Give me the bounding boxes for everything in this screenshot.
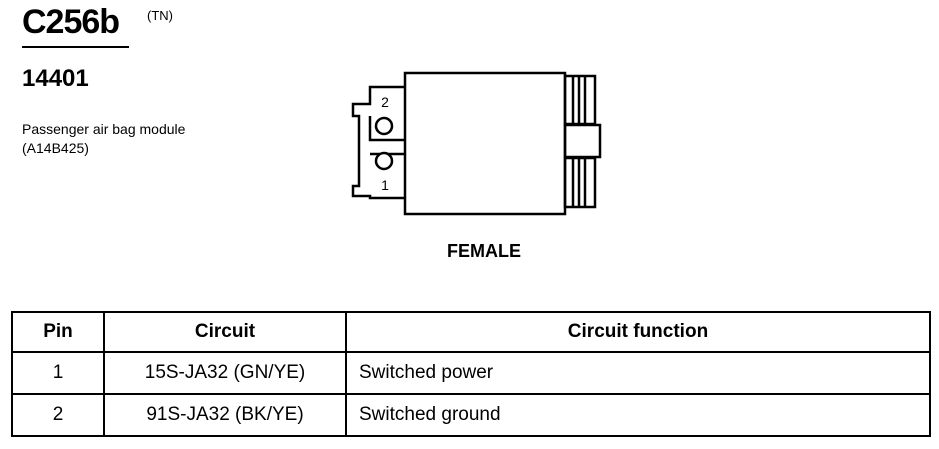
pin-2-label: 2: [381, 94, 389, 110]
column-header-circuit-function: Circuit function: [345, 311, 931, 353]
circuit-cell: 15S-JA32 (GN/YE): [103, 351, 347, 395]
pin-2-socket: [374, 116, 394, 136]
connector-id: C256b: [22, 3, 120, 41]
component-description: Passenger air bag module (A14B425): [22, 121, 186, 156]
connector-id-underline: [22, 46, 129, 48]
part-number: 14401: [22, 65, 89, 92]
pin-table: Pin Circuit Circuit function 1 15S-JA32 …: [11, 311, 931, 437]
tn-tag: (TN): [147, 8, 173, 23]
connector-diagram: 2 1: [351, 71, 602, 216]
pin-1-socket: [374, 151, 394, 171]
latch-tab: [563, 123, 602, 159]
column-header-circuit: Circuit: [103, 311, 347, 353]
pin-1-label: 1: [381, 177, 389, 193]
function-cell: Switched ground: [345, 393, 931, 437]
connector-body: [403, 71, 567, 216]
table-row: 1 15S-JA32 (GN/YE) Switched power: [11, 351, 931, 395]
pin-cell: 1: [11, 351, 105, 395]
circuit-cell: 91S-JA32 (BK/YE): [103, 393, 347, 437]
terminal-cavity: [351, 85, 405, 200]
function-cell: Switched power: [345, 351, 931, 395]
table-row: 2 91S-JA32 (BK/YE) Switched ground: [11, 393, 931, 437]
gender-label: FEMALE: [447, 241, 521, 261]
pin-cell: 2: [11, 393, 105, 437]
table-header-row: Pin Circuit Circuit function: [11, 311, 931, 353]
column-header-pin: Pin: [11, 311, 105, 353]
